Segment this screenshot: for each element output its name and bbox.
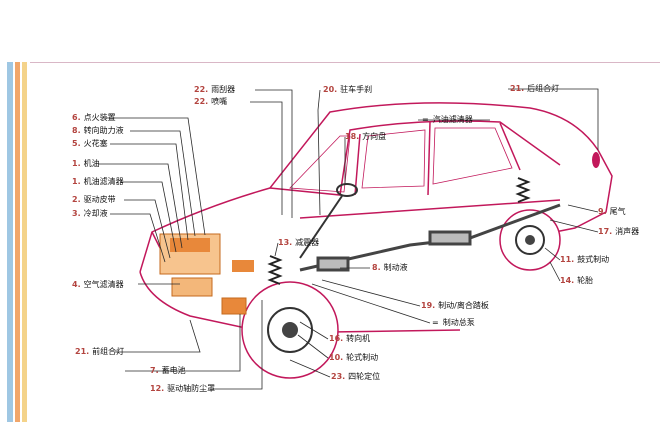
label-air-filter: 4.空气滤清器	[72, 280, 124, 289]
label-front-combo-lamp: 21.前组合灯	[75, 347, 125, 356]
label-tire: 14.轮胎	[560, 276, 594, 285]
label-fuel-filter: =汽油滤清器	[422, 115, 473, 124]
label-engine-oil: 1.机油	[72, 159, 100, 168]
blue-stripe	[7, 62, 13, 422]
label-drum-brake: 11.鼓式制动	[560, 255, 610, 264]
label-washer-nozzle: 22.喷嘴	[194, 97, 228, 106]
shock-absorbers	[267, 177, 531, 285]
label-brake-fluid: 8.制动液	[372, 263, 408, 272]
label-power-steering-fluid: 8.转向助力液	[72, 126, 124, 135]
label-steering-wheel: 18.方向盘	[345, 132, 387, 141]
label-driveshaft-boot: 12.驱动轴防尘罩	[150, 384, 216, 393]
label-parking-brake: 20.驻车手刹	[323, 85, 373, 94]
front-wheel	[241, 281, 339, 379]
yellow-stripe	[22, 62, 27, 422]
label-muffler: 17.消声器	[598, 227, 640, 236]
label-ignition: 6.点火装置	[72, 113, 116, 122]
label-drive-belt: 2.驱动皮带	[72, 195, 116, 204]
label-wiper: 22.雨刮器	[194, 85, 236, 94]
label-rear-combo-lamp: 21.后组合灯	[510, 84, 560, 93]
frame-border	[30, 62, 660, 63]
label-tailpipe: 9.尾气	[598, 207, 626, 216]
label-oil-filter: 1.机油滤清器	[72, 177, 124, 186]
orange-stripe	[15, 62, 20, 422]
rear-lamp	[592, 152, 600, 168]
car-windows	[289, 127, 513, 193]
rear-wheel	[499, 209, 561, 271]
label-disc-brake: 10.轮式制动	[329, 353, 379, 362]
leader-lines	[98, 88, 599, 390]
steering-column	[299, 183, 358, 259]
label-spark-plug: 5.火花塞	[72, 139, 108, 148]
exhaust-system	[299, 203, 561, 272]
label-brake-master-pump: =制动总泵	[432, 318, 475, 327]
label-brake-clutch-pedal: 19.制动/离合踏板	[421, 301, 489, 310]
label-battery: 7.蓄电池	[150, 366, 186, 375]
label-shock-absorber: 13.减震器	[278, 238, 320, 247]
engine-bay	[159, 233, 254, 315]
label-wheel-alignment: 23.四轮定位	[331, 372, 381, 381]
label-coolant: 3.冷却液	[72, 209, 108, 218]
label-steering-gear: 16.转向机	[329, 334, 371, 343]
